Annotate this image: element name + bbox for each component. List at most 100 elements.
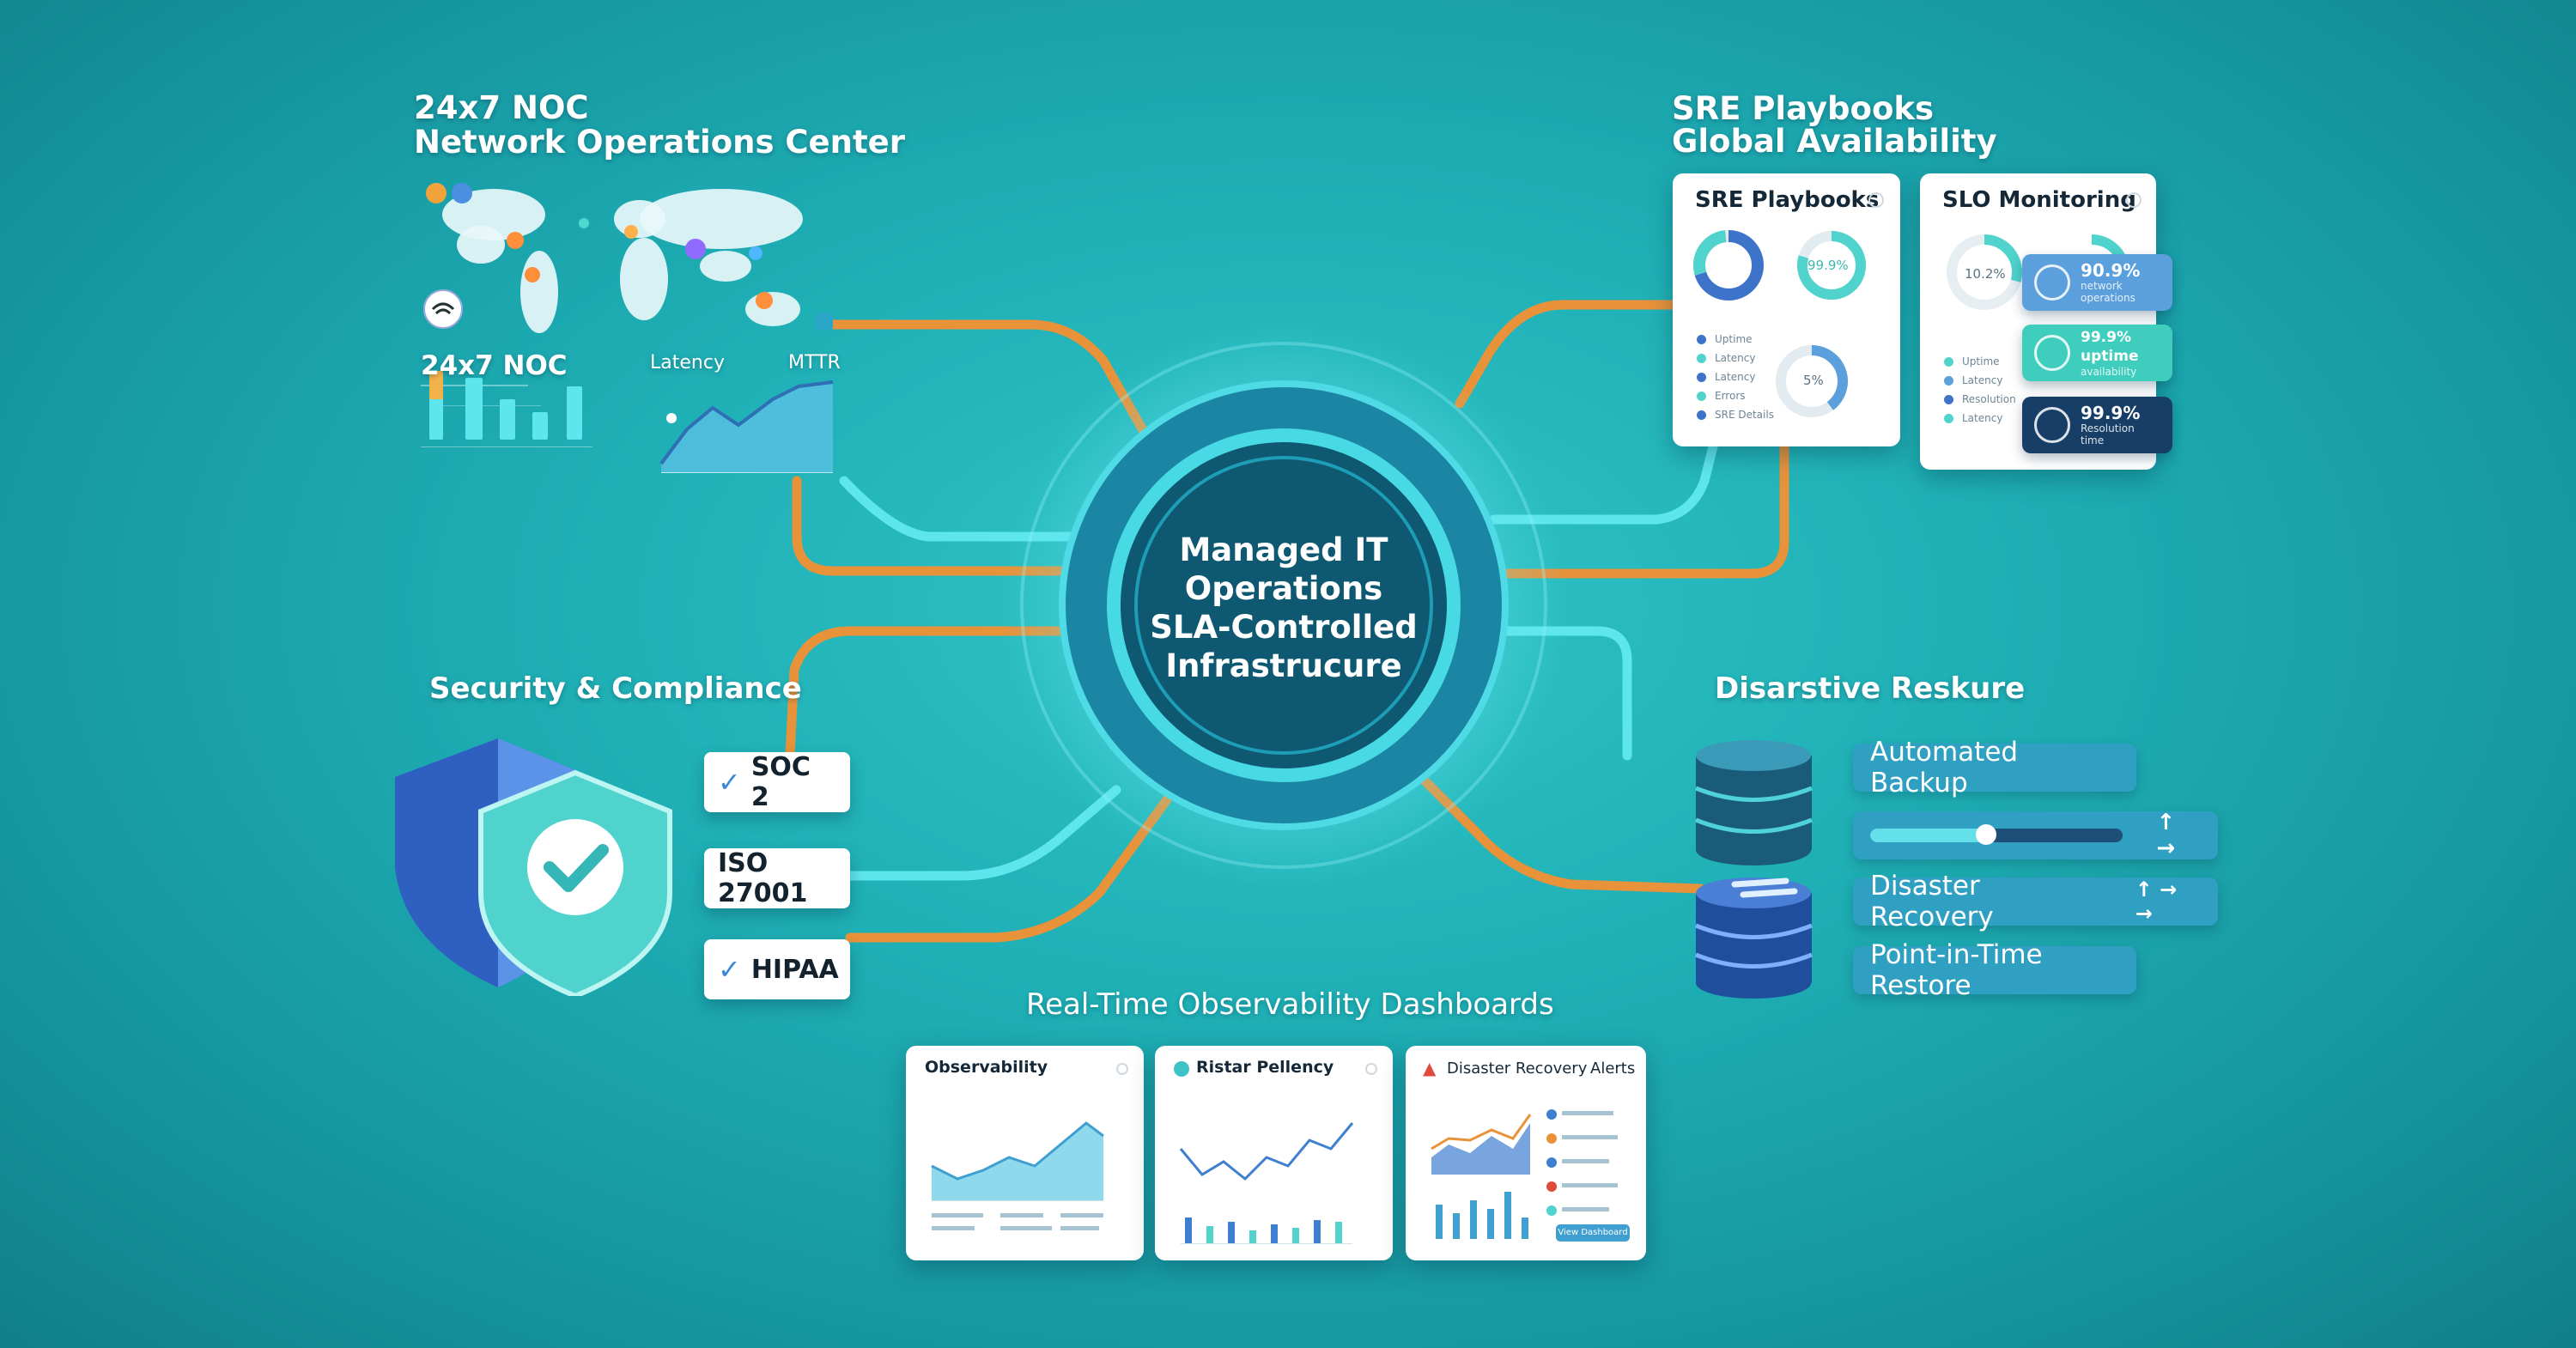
connector-security-cyan (845, 785, 1121, 881)
pill-label: Point-in-Time Restore (1870, 939, 2043, 1001)
sre-playbooks-card-title: SRE Playbooks (1695, 187, 1880, 213)
pill-label: Automated Backup (1870, 737, 2019, 798)
sre-list-item: SRE Details (1697, 409, 1774, 421)
noc-panel-label: 24x7 NOC (421, 350, 568, 381)
card-menu-icon[interactable] (2126, 192, 2142, 208)
database-bottom (1695, 877, 1813, 999)
noc-title-line-2: Network Operations Center (414, 124, 905, 161)
alerts-chart (1431, 1109, 1618, 1239)
slo-list-label: Resolution (1962, 393, 2016, 405)
compliance-badge-hipaa[interactable]: ✓ HIPAA (704, 939, 850, 999)
map-hotspots (507, 218, 773, 309)
connector-noc-orange-2 (792, 476, 1087, 576)
ristar-line-bar-chart (1179, 1122, 1354, 1244)
backup-progress-track (1870, 824, 2123, 845)
link-icon (2034, 407, 2070, 443)
sre-playbooks-card[interactable]: SRE Playbooks 99.9% 5% Uptime Latency La… (1673, 173, 1900, 446)
ristar-pellency-card[interactable]: Ristar Pellency (1155, 1046, 1393, 1260)
sre-list-label: Uptime (1715, 333, 1753, 345)
sre-donut2-value: 5% (1803, 373, 1824, 388)
sre-list-item: Latency (1697, 352, 1755, 364)
slo-tag-network[interactable]: 90.9%network operations (2022, 254, 2172, 311)
badge-label: ISO 27001 (718, 848, 808, 908)
connector-security-orange-1 (785, 626, 1078, 761)
backup-progress-knob[interactable] (1976, 824, 1996, 845)
connector-disaster-cyan (1498, 626, 1632, 761)
noc-latency-label: Latency (650, 352, 725, 373)
sre-list-item: Uptime (1697, 333, 1753, 345)
disaster-title: Disarstive Reskure (1715, 671, 2026, 706)
connector-disaster-orange (1420, 776, 1705, 894)
sre-donut-value: 99.9% (1807, 258, 1849, 273)
slo-list-label: Uptime (1962, 355, 2000, 367)
security-title: Security & Compliance (429, 671, 802, 706)
sre-list-label: SRE Details (1715, 409, 1774, 421)
sre-list-item: Errors (1697, 390, 1746, 402)
disaster-recovery-alerts-card[interactable]: ▲ Disaster Recovery Alerts View Dashboar… (1406, 1046, 1646, 1260)
sre-list-label: Errors (1715, 390, 1746, 402)
check-circle-icon (2034, 335, 2070, 371)
connector-security-orange-2 (845, 793, 1173, 943)
slo-list-item: Resolution (1944, 393, 2016, 405)
noc-panel (421, 183, 834, 473)
noc-title-line-1: 24x7 NOC (414, 89, 589, 126)
hub-line-2: Operations (1184, 570, 1383, 607)
card-title: Ristar Pellency (1196, 1058, 1334, 1077)
card-menu-icon[interactable] (1116, 1063, 1128, 1075)
hub-line-4: Infrastrucure (1165, 647, 1402, 684)
observability-card[interactable]: Observability (906, 1046, 1144, 1260)
status-icon (1174, 1061, 1189, 1077)
sre-list-label: Latency (1715, 352, 1756, 364)
database-icon (1695, 740, 1813, 999)
alert-icon: ▲ (1423, 1058, 1437, 1078)
compliance-badge-iso[interactable]: ISO 27001 (704, 848, 850, 908)
sre-title: SRE Playbooks Global Availability (1672, 93, 1997, 158)
hub-outer-ring (1020, 342, 1547, 869)
connector-noc-orange-1 (823, 319, 1151, 441)
sre-list-label: Latency (1715, 371, 1756, 383)
backup-progress-row[interactable]: ↑ → (1853, 810, 2218, 861)
compliance-badge-soc2[interactable]: ✓ SOC 2 (704, 752, 850, 812)
backup-progress-fill (1870, 829, 1986, 842)
view-dashboard-button[interactable]: View Dashboard (1556, 1224, 1630, 1242)
slo-tag-resolution[interactable]: 99.9%Resolution time (2022, 397, 2172, 453)
sre-playbooks-visuals (1693, 230, 1866, 417)
checkmark-icon (544, 844, 609, 892)
alert-list (1546, 1109, 1618, 1216)
card-menu-icon[interactable] (1868, 192, 1884, 208)
noc-bar-chart (421, 371, 592, 447)
slo-list-label: Latency (1962, 412, 2003, 424)
observability-title: Real-Time Observability Dashboards (1026, 987, 1554, 1022)
hub-line-3: SLA-Controlled (1150, 609, 1418, 646)
slo-list-item: Latency (1944, 374, 2002, 386)
slo-list-item: Uptime (1944, 355, 2000, 367)
connector-sre-cyan (1489, 441, 1718, 525)
noc-title: 24x7 NOC Network Operations Center (414, 91, 905, 160)
check-icon: ✓ (718, 766, 741, 798)
slo-tag-sub: network operations (2081, 280, 2136, 304)
world-map (442, 189, 803, 333)
card-title-right: Alerts (1590, 1060, 1636, 1078)
hub-line-1: Managed IT (1179, 531, 1388, 568)
slo-donut-value: 10.2% (1965, 266, 2006, 282)
card-title: Observability (925, 1058, 1048, 1077)
observability-area-chart (931, 1121, 1104, 1230)
card-menu-icon[interactable] (1365, 1063, 1377, 1075)
gauge-icon (2034, 264, 2070, 301)
slo-list-item: Latency (1944, 412, 2002, 424)
disaster-recovery-item[interactable]: Disaster Recovery ↑ → → (1853, 871, 2218, 932)
connector-noc-cyan (839, 476, 1087, 542)
connector-sre-orange-2 (1498, 441, 1789, 579)
slo-tag-value: 99.9% uptime (2081, 329, 2139, 365)
noc-area-chart (659, 380, 834, 473)
badge-label: HIPAA (750, 954, 839, 985)
point-in-time-restore-item[interactable]: Point-in-Time Restore (1853, 939, 2136, 1001)
connector-sre-orange-1 (1455, 300, 1680, 409)
automated-backup-item[interactable]: Automated Backup (1853, 737, 2136, 798)
hub-core (1114, 435, 1454, 775)
slo-tag-sub: availability (2081, 366, 2137, 378)
shield-icon (395, 738, 672, 996)
noc-mttr-label: MTTR (788, 352, 841, 373)
